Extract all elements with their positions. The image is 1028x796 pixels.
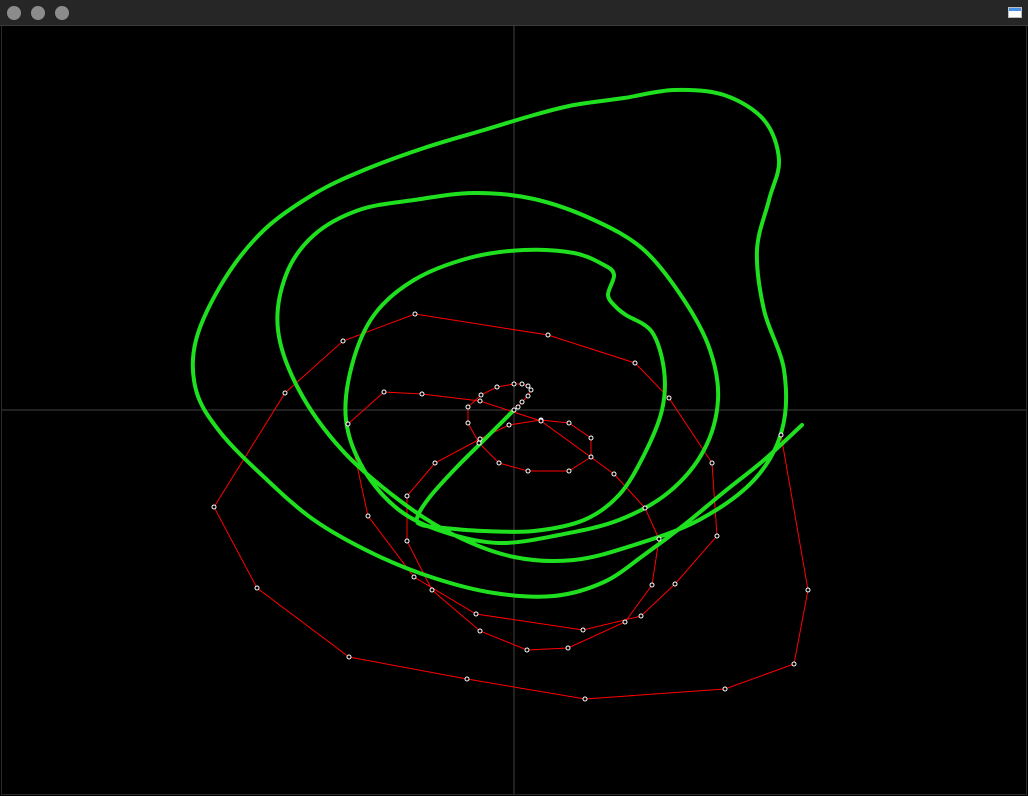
control-point [478, 392, 484, 398]
control-point [524, 647, 530, 653]
control-point [638, 613, 644, 619]
control-point [545, 332, 551, 338]
control-point [672, 581, 678, 587]
control-point [477, 436, 483, 442]
control-point [432, 460, 438, 466]
control-point [494, 384, 500, 390]
control-point [477, 398, 483, 404]
control-point [511, 381, 517, 387]
control-point [345, 421, 351, 427]
control-point [805, 587, 811, 593]
control-point [588, 435, 594, 441]
control-point [365, 513, 371, 519]
control-point [419, 391, 425, 397]
control-point [211, 504, 217, 510]
window-icon[interactable] [1008, 7, 1022, 18]
control-polygon-line [213, 313, 809, 700]
control-point [496, 460, 502, 466]
control-point [642, 505, 648, 511]
control-point [519, 399, 525, 405]
control-point [656, 536, 662, 542]
control-point [632, 360, 638, 366]
control-point [538, 418, 544, 424]
control-point [282, 390, 288, 396]
control-point [515, 404, 521, 410]
control-point [566, 420, 572, 426]
minimize-button[interactable] [31, 6, 45, 20]
control-point [528, 387, 534, 393]
control-point [649, 582, 655, 588]
control-point [714, 533, 720, 539]
control-point [566, 468, 572, 474]
spiral-plot [2, 26, 1026, 794]
control-point [525, 393, 531, 399]
control-point [511, 407, 517, 413]
control-point [565, 645, 571, 651]
control-point [465, 404, 471, 410]
control-point [525, 468, 531, 474]
control-point [254, 585, 260, 591]
control-point [429, 587, 435, 593]
control-point [465, 420, 471, 426]
control-point [611, 471, 617, 477]
control-point [340, 338, 346, 344]
control-point [404, 538, 410, 544]
control-point [525, 383, 531, 389]
control-point [506, 422, 512, 428]
control-point [476, 440, 482, 446]
control-point [404, 493, 410, 499]
close-button[interactable] [7, 6, 21, 20]
title-bar [0, 0, 1028, 26]
control-point [722, 686, 728, 692]
control-point [580, 627, 586, 633]
control-point [622, 619, 628, 625]
control-point [791, 661, 797, 667]
control-point [346, 654, 352, 660]
control-point [778, 432, 784, 438]
control-point [412, 311, 418, 317]
control-point [477, 628, 483, 634]
control-point [709, 460, 715, 466]
control-point [582, 696, 588, 702]
control-point [666, 395, 672, 401]
control-point [381, 389, 387, 395]
maximize-button[interactable] [55, 6, 69, 20]
control-point [464, 676, 470, 682]
plot-canvas [1, 26, 1027, 795]
control-point [588, 454, 594, 460]
control-point [473, 611, 479, 617]
control-point [411, 574, 417, 580]
control-point [519, 381, 525, 387]
smooth-spiral-curve [190, 87, 804, 599]
